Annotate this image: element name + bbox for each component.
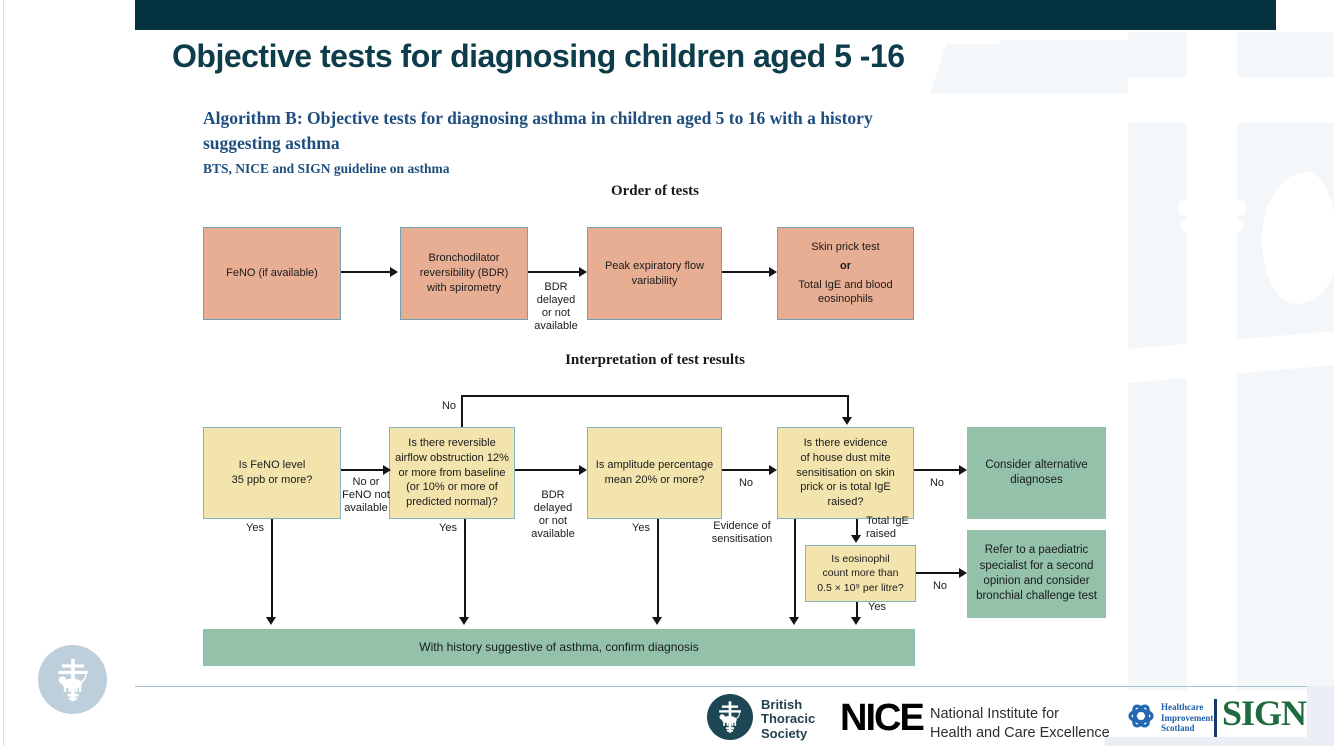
arrow-head [652,617,662,625]
no-label: No [738,477,754,489]
arrow-line [341,271,390,273]
algorithm-heading: Algorithm B: Objective tests for diagnos… [203,108,873,154]
arrow-line [341,469,383,471]
nice-logo: NICE [840,697,925,739]
arrow-line [464,519,466,619]
corner-tint [1105,737,1334,746]
his-knot-icon [1128,704,1154,728]
arrow-line [657,519,659,619]
yes-label: Yes [632,522,650,534]
bts-name: British Thoracic Society [761,697,816,741]
yes-label: Yes [246,522,264,534]
page-title: Objective tests for diagnosing children … [172,38,905,74]
arrow-head [851,535,861,543]
arrow-line [722,469,769,471]
arrow-head [390,267,398,277]
arrow-head [579,267,587,277]
confirm-diagnosis-bar: With history suggestive of asthma, confi… [203,629,915,666]
or-label: or [840,259,851,272]
skin-prick-line: Skin prick test [811,241,880,254]
yes-label: Yes [439,522,457,534]
arrow-line [914,469,959,471]
no-feno-label: No or FeNO not available [342,476,390,514]
arrow-head [459,617,469,625]
arrow-head [769,267,777,277]
arrow-head [769,465,777,475]
arrow-line [794,519,796,619]
arrow-head [959,568,967,578]
flow-box-skin-prick: Skin prick test or Total IgE and blood e… [777,227,914,320]
feedback-no-label: No [441,400,456,412]
bts-emblem-icon [57,658,88,701]
yes-label: Yes [868,601,886,613]
bdr-delay-label-2: BDR delayed or not available [531,489,575,540]
top-accent-bar [135,0,1276,30]
sign-separator [1214,699,1217,737]
flow-box-amplitude: Is amplitude percentage mean 20% or more… [587,427,722,519]
arrow-head [579,465,587,475]
arrow-line [856,519,858,537]
arrow-line [916,572,959,574]
arrow-line [515,469,579,471]
flow-box-reversible-obstruction: Is there reversible airflow obstruction … [389,427,515,519]
feedback-line [847,397,849,418]
algorithm-canvas [148,95,1105,686]
flow-box-alternative-diagnoses: Consider alternative diagnoses [967,427,1106,519]
flow-box-pef-variability: Peak expiratory flow variability [587,227,722,320]
bts-faded-logo [38,645,107,714]
arrow-line [856,602,858,619]
bts-logo [707,694,753,740]
his-name: Healthcare Improvement Scotland [1161,702,1214,734]
arrow-head [959,465,967,475]
algorithm-subheading: BTS, NICE and SIGN guideline on asthma [203,161,450,176]
total-ige-label: Total IgE raised [866,515,909,540]
feedback-line [461,395,849,397]
footer-divider [135,686,1307,687]
flow-box-bdr-spirometry: Bronchodilator reversibility (BDR) with … [400,227,528,320]
bts-emblem-icon [719,701,741,733]
order-of-tests-title: Order of tests [610,183,700,199]
arrow-line [528,271,579,273]
arrow-head [383,465,391,475]
corner-tint [1307,686,1334,746]
flow-box-eosinophil: Is eosinophil count more than 0.5 × 10⁹ … [805,545,916,602]
arrow-head [851,617,861,625]
flow-box-dust-mite: Is there evidence of house dust mite sen… [777,427,914,519]
bdr-delay-label: BDR delayed or not available [534,281,578,332]
evidence-sensitisation-label: Evidence of sensitisation [711,520,773,545]
interpretation-title: Interpretation of test results [565,352,745,368]
flow-box-feno: FeNO (if available) [203,227,341,320]
no-label: No [932,580,948,592]
left-edge-line [3,0,4,746]
arrow-head [842,417,852,425]
feedback-line [461,395,463,427]
nice-name: National Institute for Health and Care E… [930,706,1110,741]
arrow-head [266,617,276,625]
arrow-head [789,617,799,625]
flow-box-feno-level: Is FeNO level 35 ppb or more? [203,427,341,519]
arrow-line [271,519,273,619]
arrow-line [722,271,769,273]
flow-box-refer-specialist: Refer to a paediatric specialist for a s… [967,530,1106,618]
ige-eosinophils-line: Total IgE and blood eosinophils [798,278,893,306]
no-label: No [929,477,945,489]
sign-logo: SIGN [1222,693,1307,733]
